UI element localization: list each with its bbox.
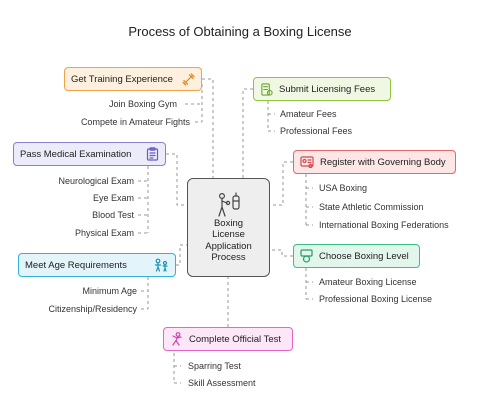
sub-item: Minimum Age [82,286,137,296]
dumbbell-icon [182,72,195,86]
center-line-2: License [212,229,245,240]
node-label: Register with Governing Body [320,156,446,168]
sub-item: Blood Test [92,210,134,220]
center-line-1: Boxing [213,217,244,229]
sub-item: Amateur Boxing License [319,277,417,287]
node-get-training-experience: Get Training Experience [64,67,202,91]
node-label: Meet Age Requirements [25,259,127,271]
sub-item: Join Boxing Gym [108,99,177,109]
node-label: Get Training Experience [71,73,173,85]
id-card-icon [300,156,314,168]
clipboard-icon [146,147,159,161]
node-choose-boxing-level: Choose Boxing Level [293,244,420,268]
sub-item: Sparring Test [188,361,241,371]
sub-item: Citizenship/Residency [48,304,137,314]
sub-item: Neurological Exam [58,176,134,186]
sub-item: Skill Assessment [188,378,256,388]
diagram-title: Process of Obtaining a Boxing License [128,24,352,39]
node-label: Pass Medical Examination [20,148,132,160]
sub-item: Professional Boxing License [319,294,433,304]
sub-item: State Athletic Commission [319,202,424,212]
node-complete-official-test: Complete Official Test [163,327,293,351]
node-label: Choose Boxing Level [319,250,409,262]
fighter-icon [172,332,182,346]
center-line-4: Process [211,252,246,263]
node-pass-medical-examination: Pass Medical Examination [13,142,166,166]
sub-item: Compete in Amateur Fights [80,117,190,127]
node-register-with-governing-body: Register with Governing Body [293,150,456,174]
medal-icon [300,249,313,263]
sub-item: International Boxing Federations [319,220,449,230]
people-icon [154,258,168,272]
sub-item: USA Boxing [319,183,368,193]
sub-item: Amateur Fees [280,109,337,119]
center-line-3: Application [205,240,252,252]
sub-item: Professional Fees [280,126,353,136]
node-submit-licensing-fees: Submit Licensing Fees [253,77,391,101]
center-node: Boxing License Application Process [187,178,270,277]
sub-item: Physical Exam [74,228,134,238]
boxer-punching-bag-icon [217,191,240,217]
sub-item: Eye Exam [92,193,134,203]
node-label: Submit Licensing Fees [279,83,376,95]
node-meet-age-requirements: Meet Age Requirements [18,253,176,277]
node-label: Complete Official Test [189,333,282,345]
money-receipt-icon [261,82,273,96]
